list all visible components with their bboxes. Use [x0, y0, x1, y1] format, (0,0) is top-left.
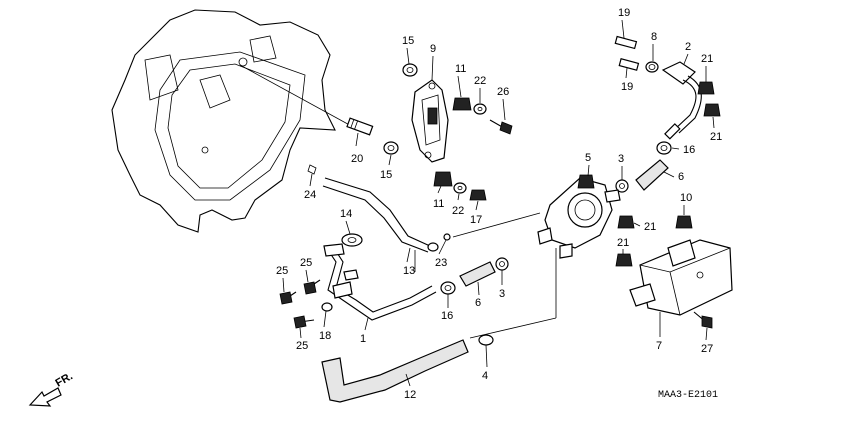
part-label-13: 13 — [403, 265, 415, 277]
part-4-clamp — [478, 334, 494, 346]
part-label-1: 1 — [360, 333, 366, 345]
part-label-8: 8 — [651, 31, 657, 43]
part-21-nut-middle — [617, 215, 635, 229]
part-label-16-upper: 16 — [683, 144, 695, 156]
part-9-bracket — [411, 79, 449, 163]
part-label-9: 9 — [430, 43, 436, 55]
part-label-2: 2 — [685, 41, 691, 53]
part-label-17: 17 — [470, 214, 482, 226]
part-5-valve — [537, 174, 621, 259]
part-16-clamp-upper — [656, 141, 672, 155]
part-label-20: 20 — [351, 153, 363, 165]
part-6-hose-upper — [635, 159, 669, 191]
part-3-clip-lower — [495, 257, 509, 271]
front-direction-arrow-icon — [28, 387, 62, 407]
part-label-14: 14 — [340, 208, 352, 220]
part-14-gasket — [341, 233, 363, 247]
part-label-15-upper: 15 — [402, 35, 414, 47]
part-label-21-right: 21 — [710, 131, 722, 143]
part-25-bolt-b — [303, 279, 321, 295]
part-10-clip — [675, 215, 693, 229]
part-label-24: 24 — [304, 189, 316, 201]
part-23-clip — [443, 233, 451, 241]
part-label-12: 12 — [404, 389, 416, 401]
part-18-washer — [321, 302, 333, 312]
part-7-canister — [629, 239, 733, 316]
part-25-bolt-a — [279, 291, 297, 305]
part-20-stud — [346, 117, 374, 136]
part-label-22-upper: 22 — [474, 75, 486, 87]
part-label-3-lower: 3 — [499, 288, 505, 300]
part-label-21-top: 21 — [701, 53, 713, 65]
engine-case — [111, 9, 356, 233]
part-22-washer-upper — [473, 103, 487, 115]
part-label-16-lower: 16 — [441, 310, 453, 322]
part-25-bolt-c — [293, 315, 315, 329]
part-label-23: 23 — [435, 257, 447, 269]
part-label-25-a: 25 — [276, 265, 288, 277]
part-17-nut — [469, 189, 487, 201]
part-11-mount-upper — [452, 97, 472, 111]
part-label-11-lower: 11 — [433, 198, 444, 210]
part-16-clamp-lower — [440, 281, 456, 295]
part-21-nut-top — [697, 81, 715, 95]
part-label-18: 18 — [319, 330, 331, 342]
part-21-nut-upper-right — [703, 103, 721, 117]
part-label-25-c: 25 — [296, 340, 308, 352]
part-label-6-lower: 6 — [475, 297, 481, 309]
part-22-washer-lower — [453, 182, 467, 194]
part-label-21-lower: 21 — [617, 237, 629, 249]
part-6-hose-lower — [459, 261, 496, 287]
part-15-grommet-lower — [383, 141, 399, 155]
part-label-19-upper: 19 — [618, 7, 630, 19]
part-label-4: 4 — [482, 370, 488, 382]
part-label-15-lower: 15 — [380, 169, 392, 181]
part-label-25-b: 25 — [300, 257, 312, 269]
part-label-27: 27 — [701, 343, 713, 355]
part-26-bolt — [489, 119, 513, 135]
part-13-pipe — [322, 177, 439, 253]
label-leaders — [282, 19, 715, 387]
part-label-10: 10 — [680, 192, 692, 204]
part-number-labels: 1 2 3 3 4 5 6 6 7 8 9 10 11 11 12 13 14 … — [276, 7, 722, 401]
part-label-11-upper: 11 — [455, 63, 466, 75]
part-19-stud-upper — [614, 35, 638, 50]
part-label-22-lower: 22 — [452, 205, 464, 217]
part-12-hose — [321, 339, 469, 403]
part-1-pipe — [323, 243, 437, 321]
part-11-mount-lower — [433, 171, 453, 187]
part-label-7: 7 — [656, 340, 662, 352]
part-label-21-middle: 21 — [644, 221, 656, 233]
part-label-3-upper: 3 — [618, 153, 624, 165]
part-2-pipe — [661, 61, 702, 140]
diagram-code: MAA3-E2101 — [658, 390, 718, 401]
part-19-stud-lower — [618, 58, 640, 71]
part-21-nut-lower — [615, 253, 633, 267]
part-15-grommet-upper — [402, 63, 418, 77]
part-label-6-upper: 6 — [678, 171, 684, 183]
part-label-19-lower: 19 — [621, 81, 633, 93]
part-8-o-ring — [645, 61, 659, 73]
part-label-26: 26 — [497, 86, 509, 98]
connector-lines — [414, 212, 557, 339]
front-direction-label: FR. — [54, 370, 75, 389]
part-24-clip — [307, 164, 317, 175]
part-label-5: 5 — [585, 152, 591, 164]
part-27-bolt — [693, 311, 713, 329]
